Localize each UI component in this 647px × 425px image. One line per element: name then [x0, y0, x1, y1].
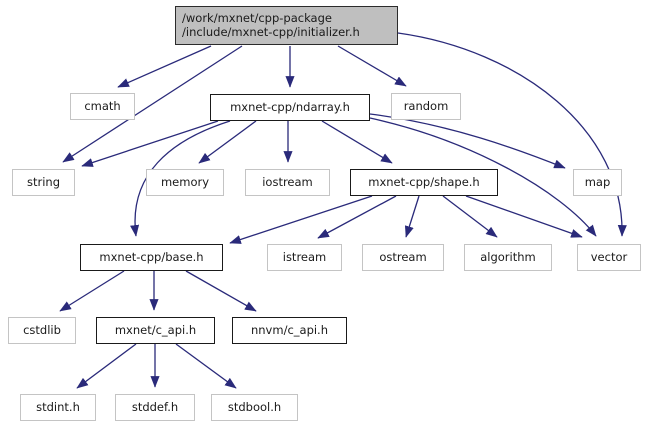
node-cstdlib[interactable]: cstdlib	[8, 317, 76, 344]
node-label: mxnet/c_api.h	[114, 322, 197, 337]
edge-mxnetcapi-stdint	[76, 343, 137, 389]
edge-base-nnvmcapi	[185, 270, 257, 312]
node-label: map	[584, 174, 611, 189]
node-string[interactable]: string	[12, 169, 75, 196]
node-label: random	[403, 98, 449, 113]
edge-ndarray-shape	[321, 120, 393, 164]
node-label: mxnet-cpp/shape.h	[368, 174, 480, 189]
node-iostream[interactable]: iostream	[245, 169, 330, 196]
edge-ndarray-string	[81, 120, 219, 167]
edge-root-vector	[397, 32, 627, 237]
node-nnvm-c-api-h[interactable]: nnvm/c_api.h	[232, 317, 347, 344]
node-label: string	[26, 174, 60, 189]
edge-ndarray-vector	[369, 117, 597, 237]
node-label: memory	[160, 174, 210, 189]
node-label: vector	[590, 249, 628, 264]
node-label: ostream	[379, 249, 427, 264]
edge-root-string	[62, 45, 243, 163]
node-label: stddef.h	[131, 399, 179, 414]
edge-root-random	[337, 45, 407, 87]
node-random[interactable]: random	[391, 93, 461, 120]
edge-ndarray-base	[130, 120, 231, 237]
node-label: mxnet-cpp/base.h	[99, 249, 204, 264]
edge-shape-algorithm	[442, 195, 498, 238]
node-vector[interactable]: vector	[577, 244, 641, 271]
edge-root-cmath	[117, 45, 212, 88]
node-map[interactable]: map	[573, 169, 622, 196]
node-label: istream	[282, 249, 327, 264]
edge-shape-istream	[317, 195, 397, 239]
edge-ndarray-memory	[198, 120, 257, 164]
node-label: stdbool.h	[227, 399, 282, 414]
node-stddef-h[interactable]: stddef.h	[115, 394, 195, 421]
node-label: nnvm/c_api.h	[250, 322, 329, 337]
edge-ndarray-map	[369, 113, 566, 169]
node-stdbool-h[interactable]: stdbool.h	[211, 394, 298, 421]
node-algorithm[interactable]: algorithm	[464, 244, 552, 271]
node-mxnet-c-api-h[interactable]: mxnet/c_api.h	[96, 317, 215, 344]
node-cmath[interactable]: cmath	[70, 93, 135, 120]
node-memory[interactable]: memory	[146, 169, 224, 196]
node-label: algorithm	[480, 249, 536, 264]
node-stdint-h[interactable]: stdint.h	[20, 394, 96, 421]
node-mxnet-cpp-ndarray-h[interactable]: mxnet-cpp/ndarray.h	[210, 94, 370, 121]
node-label: stdint.h	[36, 399, 80, 414]
edge-shape-ostream	[404, 195, 420, 238]
edge-mxnetcapi-stdbool	[175, 343, 237, 389]
edge-shape-base	[229, 195, 373, 244]
edge-shape-vector	[465, 195, 583, 238]
node-mxnet-cpp-base-h[interactable]: mxnet-cpp/base.h	[80, 244, 223, 271]
node-root-initializer-header[interactable]: /work/mxnet/cpp-package /include/mxnet-c…	[175, 6, 398, 45]
node-ostream[interactable]: ostream	[362, 244, 444, 271]
node-label: cmath	[84, 98, 121, 113]
node-label: mxnet-cpp/ndarray.h	[230, 99, 350, 114]
node-mxnet-cpp-shape-h[interactable]: mxnet-cpp/shape.h	[350, 169, 498, 196]
node-label: /work/mxnet/cpp-package /include/mxnet-c…	[182, 10, 360, 39]
node-label: iostream	[262, 174, 313, 189]
node-istream[interactable]: istream	[267, 244, 342, 271]
node-label: cstdlib	[23, 322, 61, 337]
edge-base-cstdlib	[59, 270, 125, 312]
